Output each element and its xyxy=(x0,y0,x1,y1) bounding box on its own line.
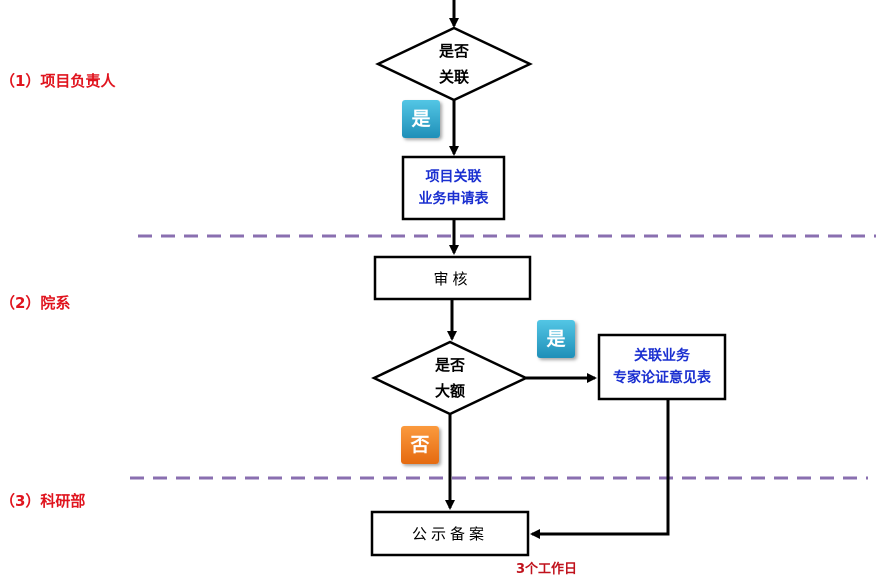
lane-label-research-office: （3）科研部 xyxy=(0,492,86,510)
timeframe-note: 3个工作日 xyxy=(516,562,578,577)
decision-related-label: 是否 关联 xyxy=(414,38,494,90)
application-form-label: 项目关联 业务申请表 xyxy=(403,166,504,210)
decision-large-line2: 大额 xyxy=(434,382,465,400)
decision-related-line2: 关联 xyxy=(438,68,469,86)
no-badge-large: 否 xyxy=(401,426,439,464)
decision-large-line1: 是否 xyxy=(434,356,465,374)
lane-label-project-leader: （1）项目负责人 xyxy=(0,72,116,90)
publicity-box xyxy=(370,510,530,557)
application-form-line2: 业务申请表 xyxy=(418,191,489,207)
review-box xyxy=(373,255,532,301)
expert-form-box xyxy=(597,333,727,401)
lane-label-department: （2）院系 xyxy=(0,294,71,312)
yes-badge-related: 是 xyxy=(402,100,440,138)
expert-form-line1: 关联业务 xyxy=(634,348,690,364)
review-label: 审核 xyxy=(433,270,472,288)
application-form-line1: 项目关联 xyxy=(425,169,482,185)
arrow-expert-to-publicity xyxy=(530,399,670,539)
publicity-label: 公示备案 xyxy=(411,525,488,543)
expert-form-label: 关联业务 专家论证意见表 xyxy=(599,345,725,389)
yes-badge-large: 是 xyxy=(537,320,575,358)
decision-large-label: 是否 大额 xyxy=(410,352,490,404)
expert-form-line2: 专家论证意见表 xyxy=(613,370,711,386)
decision-related-line1: 是否 xyxy=(438,42,469,60)
